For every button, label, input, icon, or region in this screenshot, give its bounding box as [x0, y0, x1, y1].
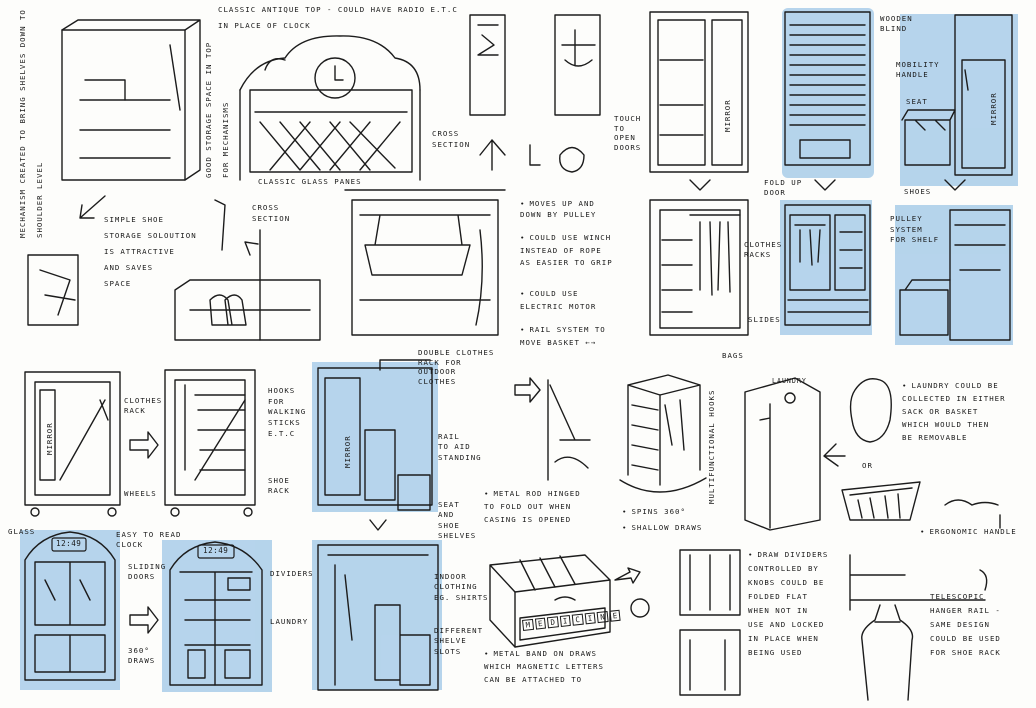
hooks-shoe-rack-wardrobe	[164, 369, 256, 517]
note-sliding-doors: Sliding doors	[128, 562, 167, 582]
note-ergonomic-handle: Ergonomic handle	[920, 526, 1017, 537]
pulley-basket-sketch	[344, 189, 506, 336]
note-hooks-sticks: Hooks for walking sticks e.t.c	[268, 386, 307, 438]
note-different-slots: Different shelve slots	[434, 626, 484, 656]
medicine-letter: E	[534, 617, 547, 630]
note-glass: Glass	[8, 527, 36, 536]
note-pulley-3: Could use electric motor	[520, 288, 596, 313]
note-cross-section-1: Cross section	[432, 129, 471, 150]
wash-seat-wardrobe	[900, 14, 1018, 186]
clock-open-wardrobe	[169, 541, 263, 686]
note-fold-up-door: Fold up door	[764, 178, 803, 197]
medicine-letter: M	[522, 618, 534, 631]
open-cabinet-sketch	[61, 19, 201, 181]
draw-dividers-sketch	[679, 549, 741, 696]
touch-doors-wardrobe	[649, 11, 749, 191]
note-shoe-rack: Shoe rack	[268, 476, 290, 496]
blind-wardrobe	[784, 11, 871, 191]
clock-glass-wardrobe	[24, 531, 159, 681]
racks-draws-wardrobe	[784, 204, 871, 326]
note-pulley-1: Moves up and down by pulley	[520, 198, 596, 220]
rotating-draws-sketch	[619, 374, 707, 493]
clothes-racks-wardrobe	[649, 199, 749, 336]
mechanism-sketch	[27, 254, 79, 326]
note-draws-360: 360° draws	[128, 646, 156, 666]
medicine-draw-sketch	[489, 554, 650, 648]
note-clothes-racks: Clothes racks	[744, 240, 783, 259]
note-mirror-4: Mirror	[343, 435, 352, 468]
antique-top-wardrobe	[239, 35, 421, 181]
note-double-rack: Double clothes rack for outdoor clothes	[418, 348, 495, 386]
note-easy-clock: Easy to read clock	[116, 530, 182, 550]
note-telescopic: Telescopic hanger rail - same design cou…	[930, 592, 1001, 658]
seat-mirror-wardrobe	[901, 14, 1013, 191]
clock-face-1: 12:49	[56, 539, 82, 548]
arrow-down-left	[79, 195, 106, 219]
note-slides: Slides	[748, 315, 781, 324]
note-mechanism: Mechanism created to bring shelves down …	[18, 9, 45, 238]
telescopic-rail-sketch	[849, 554, 988, 701]
indoor-clothing-wardrobe	[317, 544, 439, 691]
wash-double-rack	[312, 362, 438, 512]
note-wooden-blind: Wooden blind	[880, 14, 913, 33]
note-shoes-1: Shoes	[904, 187, 932, 196]
wash-clock-open	[162, 540, 272, 692]
note-seat-1: Seat	[906, 97, 928, 106]
note-clothes-rack: Clothes rack	[124, 396, 163, 416]
shoe-storage-sketch	[174, 199, 321, 341]
note-or: Or	[862, 461, 873, 470]
note-cross-section-2: Cross section	[252, 203, 291, 224]
scale-sketches	[469, 14, 601, 173]
watercolor-washes	[20, 8, 1018, 692]
note-indoor-clothing: Indoor clothing eg. shirts	[434, 572, 489, 602]
laundry-bin-sketch	[744, 377, 1001, 531]
note-mirror-2: Mirror	[989, 92, 998, 125]
note-metal-rod: Metal rod hinged to fold out when casing…	[484, 488, 581, 527]
note-pulley-2: Could use winch instead of rope as easie…	[520, 232, 613, 270]
medicine-letter: N	[596, 611, 609, 624]
note-pulley-system: Pulley system for shelf	[890, 214, 940, 245]
note-rail-standing: Rail to aid standing	[438, 432, 482, 462]
note-shoe-storage: Simple shoe storage soloution is attract…	[104, 215, 197, 288]
note-pulley-4: Rail system to move basket ←→	[520, 324, 606, 349]
medicine-letter: I	[559, 614, 571, 628]
note-bags: Bags	[722, 351, 744, 360]
note-touch-doors: Touch to open doors	[614, 114, 642, 152]
note-laundry-2: Laundry	[270, 617, 309, 626]
note-mirror-3: Mirror	[45, 422, 54, 455]
wash-blind-wardrobe	[782, 8, 874, 178]
medicine-letter: I	[584, 612, 596, 625]
medicine-letter: C	[571, 613, 584, 626]
double-rack-wardrobe	[317, 359, 433, 531]
pulley-shelf-wardrobe	[899, 209, 1011, 341]
note-antique-top: Classic antique top - could have radio e…	[218, 5, 458, 30]
note-storage-space: Good storage space in top for mechanisms	[204, 41, 231, 178]
note-laundry-label: Laundry	[772, 377, 807, 385]
note-metal-band: Metal band on draws which magnetic lette…	[484, 648, 604, 687]
clock-face-2: 12:49	[203, 546, 229, 555]
note-seat-shoe-shelves: Seat and shoe shelves	[438, 500, 477, 541]
wash-pulley	[895, 205, 1013, 345]
wheels-wardrobe	[24, 371, 159, 517]
medicine-letter: E	[609, 609, 621, 622]
note-wheels: Wheels	[124, 489, 157, 498]
note-mobility-handle: Mobility handle	[896, 60, 940, 79]
wash-indoor	[312, 540, 442, 690]
metal-rod-sketch	[514, 377, 591, 481]
note-spins: Spins 360°	[622, 506, 686, 517]
note-shallow-draws: Shallow draws	[622, 522, 702, 533]
note-hooks: Multifunctional hooks	[707, 389, 716, 504]
note-mirror-1: Mirror	[723, 99, 732, 132]
note-laundry: Laundry could be collected in either sac…	[902, 380, 1006, 445]
note-draw-dividers: Draw dividers controlled by knobs could …	[748, 548, 828, 661]
note-glass-panes: Classic glass panes	[258, 177, 362, 186]
medicine-letter: D	[546, 616, 559, 629]
note-dividers: Dividers	[270, 569, 314, 578]
clock-faces	[51, 537, 235, 559]
